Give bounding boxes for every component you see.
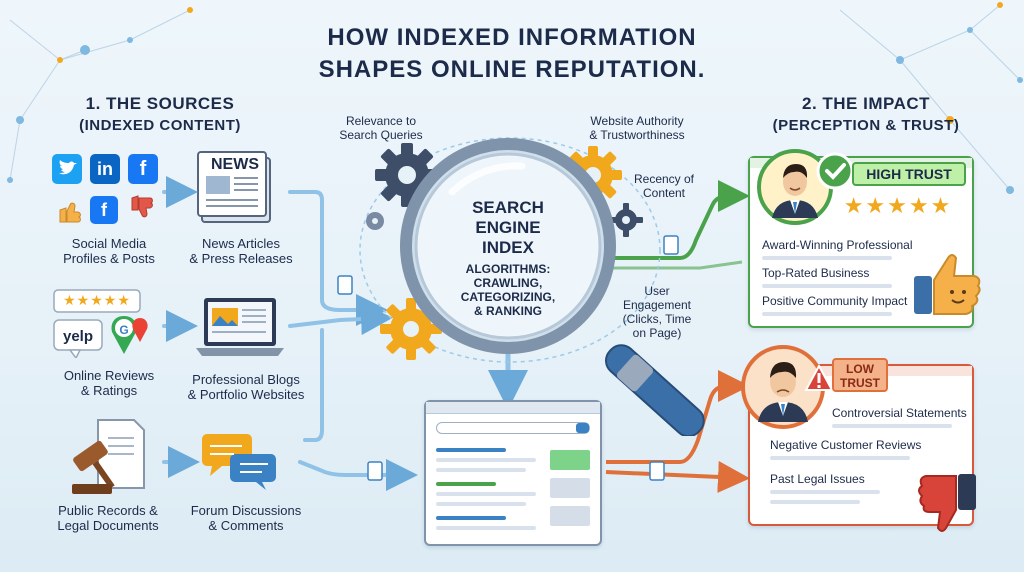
page-title-line2: SHAPES ONLINE REPUTATION.	[318, 56, 706, 83]
engine-sub-line1: ALGORITHMS:	[465, 262, 551, 276]
thumbs-down-icon	[918, 474, 976, 532]
engine-sub-line2: CRAWLING,	[473, 276, 543, 290]
source-label-social-1: Social Media	[71, 236, 147, 251]
factor-authority-2: & Trustworthiness	[589, 128, 685, 142]
page-title-line1: HOW INDEXED INFORMATION	[327, 24, 697, 51]
source-label-news-1: News Articles	[201, 236, 281, 251]
reviews-icon	[50, 288, 160, 360]
source-label-social-2: Profiles & Posts	[63, 251, 155, 266]
low-trust-badge-line1: LOW	[846, 362, 874, 376]
google-maps-icon: G	[119, 323, 129, 337]
social-media-icons	[50, 152, 160, 232]
newspaper-icon	[196, 150, 274, 226]
laptop-icon	[196, 296, 286, 360]
laptop-graphic	[196, 298, 284, 356]
search-icon	[576, 423, 589, 433]
linkedin-icon: in	[97, 159, 113, 179]
factor-authority-1: Website Authority	[590, 114, 684, 128]
check-badge-icon	[816, 152, 854, 190]
sources-subheading: (INDEXED CONTENT)	[79, 117, 241, 134]
source-label-forum-2: & Comments	[208, 518, 284, 533]
thumbs-up-icon	[914, 254, 981, 315]
gear-icon-small	[609, 203, 643, 237]
source-label-legal-1: Public Records &	[58, 503, 158, 518]
chat-bubbles-icon	[200, 432, 280, 492]
high-trust-badge: HIGH TRUST	[852, 162, 966, 186]
chat-graphic	[202, 434, 276, 490]
avatar-worried	[741, 345, 825, 429]
source-label-blogs-1: Professional Blogs	[192, 372, 300, 387]
source-label-forum-1: Forum Discussions	[190, 503, 302, 518]
high-trust-item-3: Positive Community Impact	[762, 294, 908, 308]
engine-title-line3: INDEX	[482, 238, 534, 257]
engine-sub-line4: & RANKING	[474, 304, 542, 318]
factor-recency-1: Recency of	[633, 172, 695, 186]
search-bar	[436, 422, 590, 434]
result-thumbnail-grey-1	[550, 478, 590, 498]
low-trust-item-2: Negative Customer Reviews	[770, 438, 922, 452]
impact-heading: 2. THE IMPACT	[801, 94, 931, 113]
facebook-icon-small: f	[101, 200, 107, 220]
engine-sub-line3: CATEGORIZING,	[460, 290, 556, 304]
factor-engagement-4: on Page)	[632, 326, 682, 340]
source-label-reviews-1: Online Reviews	[63, 368, 155, 383]
news-word: NEWS	[211, 156, 259, 173]
source-label-blogs-2: & Portfolio Websites	[187, 387, 305, 402]
low-trust-badge: LOW TRUST	[832, 358, 888, 392]
factor-recency-2: Content	[642, 186, 686, 200]
gavel-document-icon	[68, 418, 152, 498]
sources-heading: 1. THE SOURCES	[85, 94, 235, 113]
source-label-news-2: & Press Releases	[189, 251, 293, 266]
rating-stars: ★★★★★	[843, 193, 953, 218]
facebook-icon: f	[139, 158, 147, 180]
low-trust-item-1: Controversial Statements	[832, 406, 967, 420]
engine-title-line1: SEARCH	[472, 198, 544, 217]
impact-subheading: (PERCEPTION & TRUST)	[772, 117, 960, 134]
result-thumbnail-grey-2	[550, 506, 590, 526]
newspaper-graphic	[197, 151, 271, 223]
source-label-legal-2: Legal Documents	[57, 518, 159, 533]
gavel-graphic	[72, 419, 145, 494]
low-trust-badge-line2: TRUST	[840, 376, 880, 390]
high-trust-item-1: Award-Winning Professional	[762, 238, 913, 252]
factor-engagement-2: Engagement	[622, 298, 692, 312]
warning-icon	[804, 364, 834, 391]
factor-engagement-3: (Clicks, Time	[622, 312, 692, 326]
browser-title-bar	[426, 402, 600, 414]
network-decoration-right	[839, 2, 1023, 194]
gear-icon-tiny	[366, 212, 384, 230]
network-decoration-left	[7, 7, 193, 183]
engine-title-line2: ENGINE	[475, 218, 541, 237]
yelp-logo: yelp	[62, 328, 93, 345]
high-trust-item-2: Top-Rated Business	[762, 266, 870, 280]
factor-relevance-1: Relevance to	[345, 114, 417, 128]
reviews-graphic	[53, 289, 148, 360]
factor-engagement-1: User	[644, 284, 670, 298]
review-stars: ★★★★★	[63, 292, 131, 308]
source-label-reviews-2: & Ratings	[80, 383, 138, 398]
magnifying-glass-icon	[400, 138, 705, 436]
result-thumbnail-green	[550, 450, 590, 470]
factor-relevance-2: Search Queries	[339, 128, 423, 142]
social-media-icon-graphic	[52, 154, 158, 224]
search-results-window	[424, 400, 602, 546]
low-trust-item-3: Past Legal Issues	[770, 472, 865, 486]
